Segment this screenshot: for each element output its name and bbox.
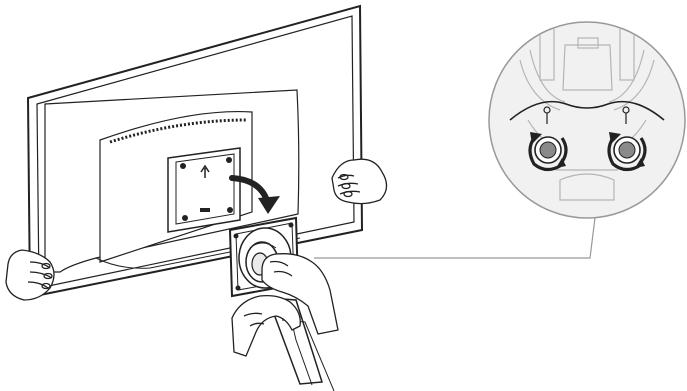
vesa-screw-hole	[226, 157, 232, 163]
monitor	[28, 6, 362, 297]
lock-slot	[200, 208, 210, 212]
vesa-mount-plate	[168, 148, 240, 232]
vesa-screw-hole	[227, 207, 233, 213]
callout-circle	[489, 22, 685, 218]
right-hand	[332, 159, 387, 203]
vesa-screw-hole	[180, 163, 186, 169]
vesa-screw-hole	[182, 215, 188, 221]
detail-callout	[489, 20, 685, 218]
